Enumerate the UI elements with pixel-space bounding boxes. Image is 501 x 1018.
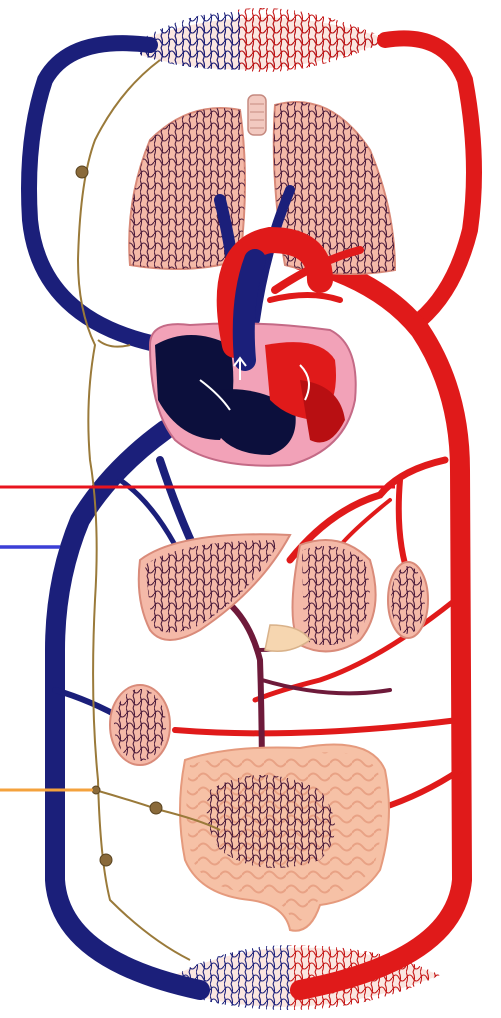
trachea [248, 95, 266, 135]
upper-body-capillaries [140, 8, 390, 72]
heart [150, 240, 356, 466]
spleen [388, 562, 428, 638]
intestine [180, 744, 389, 930]
kidney [110, 685, 170, 765]
liver [139, 534, 290, 640]
